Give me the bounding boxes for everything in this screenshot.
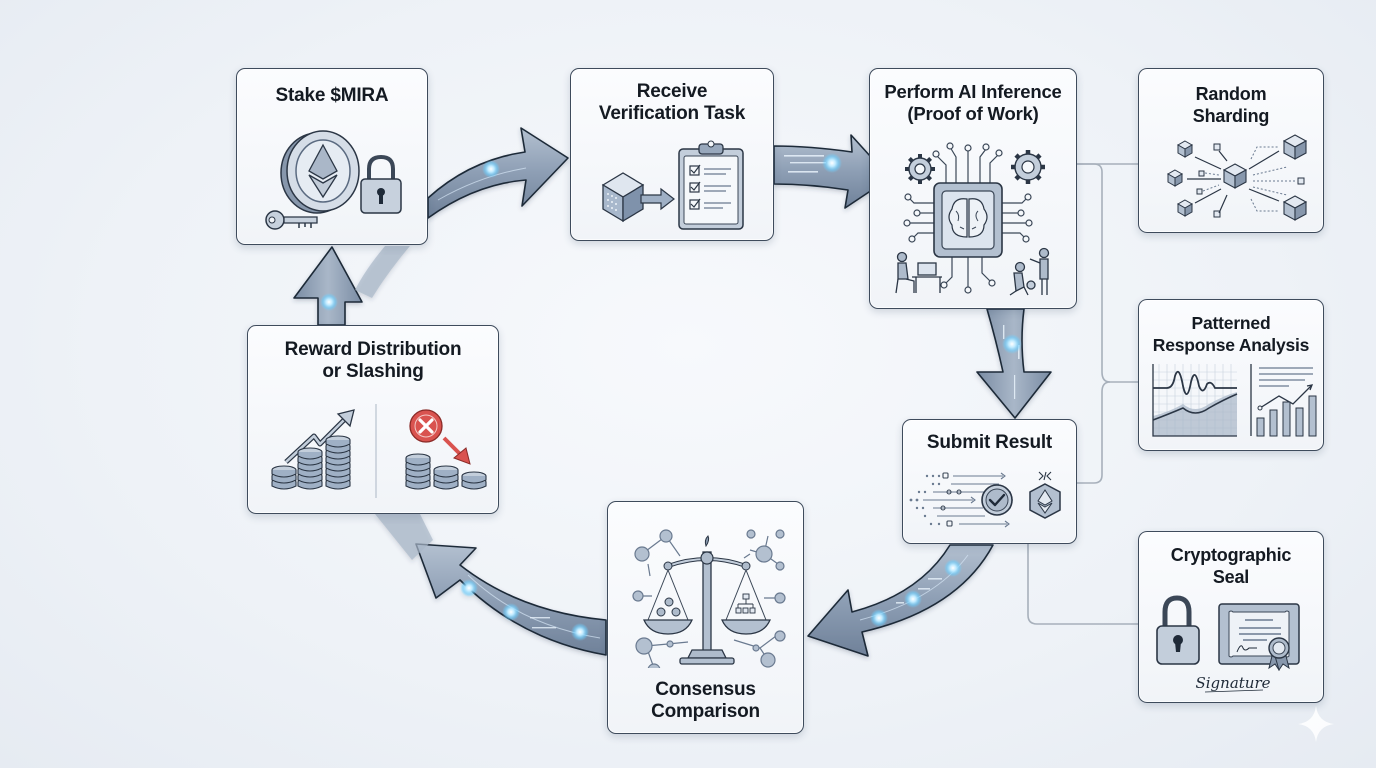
sparkle-watermark-icon	[1298, 706, 1334, 742]
glow-dot	[944, 559, 962, 577]
key-icon	[265, 210, 318, 230]
inference-illustration	[895, 142, 1050, 296]
reward-illustration	[271, 404, 487, 498]
glow-dot	[320, 293, 338, 311]
balance-scale-icon	[643, 535, 771, 665]
connector-submit-to-seal	[1027, 543, 1138, 625]
pattern-analysis-illustration	[1152, 364, 1317, 437]
feature-title-line: Cryptographic	[1170, 545, 1292, 565]
x-circle-icon	[409, 409, 443, 443]
glow-dot	[571, 623, 589, 641]
shard-cubes-icon	[1167, 134, 1307, 221]
step-title-line: Receive	[636, 81, 708, 102]
step-title-line: Reward Distribution	[284, 339, 462, 360]
gear-icon	[1011, 150, 1045, 184]
submit-illustration	[909, 471, 1061, 528]
feature-card-pattern-analysis[interactable]: Patterned Response Analysis	[1138, 299, 1324, 451]
receive-illustration	[601, 140, 744, 230]
falling-coin-stacks-icon	[405, 453, 487, 490]
seal-illustration: Signature	[1156, 595, 1300, 693]
flow-arrow-submit-to-consensus	[807, 544, 994, 657]
step-title: Reward Distribution or Slashing	[248, 339, 498, 383]
connector-inference-to-pattern	[1077, 163, 1138, 383]
feature-card-crypto-seal[interactable]: Cryptographic Seal Signature	[1138, 531, 1324, 703]
ethereum-hexagon-icon	[1029, 471, 1061, 519]
step-card-receive[interactable]: Receive Verification Task	[570, 68, 774, 241]
feature-title-line: Seal	[1212, 567, 1250, 587]
padlock-icon	[1156, 595, 1200, 665]
step-card-stake[interactable]: Stake $MIRA	[236, 68, 428, 245]
step-title: Consensus Comparison	[608, 679, 803, 723]
bar-chart-icon	[1250, 364, 1317, 437]
waveform-chart-icon	[1152, 364, 1238, 437]
step-title-line: or Slashing	[322, 361, 424, 382]
feature-title-line: Patterned	[1191, 313, 1271, 333]
connector-lines	[1027, 163, 1138, 625]
step-title-line: Stake $MIRA	[275, 85, 389, 106]
step-title-line: Perform AI Inference	[884, 81, 1062, 102]
glow-dot	[460, 579, 478, 597]
glow-dot	[822, 153, 842, 173]
feature-title: Random Sharding	[1139, 83, 1323, 127]
step-card-submit[interactable]: Submit Result	[902, 419, 1077, 544]
feature-title-line: Sharding	[1192, 106, 1270, 126]
trend-up-arrow-icon	[284, 409, 355, 464]
step-card-inference[interactable]: Perform AI Inference (Proof of Work)	[869, 68, 1077, 309]
step-title-line: Consensus	[655, 679, 756, 700]
rising-coin-stacks-icon	[271, 435, 351, 490]
flow-arrow-inference-to-submit	[976, 308, 1052, 419]
ribbon-seal-icon	[1268, 637, 1290, 672]
glow-dot	[904, 590, 922, 608]
flow-arrow-receive-to-inference	[773, 134, 891, 209]
network-nodes-icon	[632, 529, 786, 668]
step-title-line: Comparison	[651, 701, 760, 722]
feature-title: Patterned Response Analysis	[1139, 312, 1323, 356]
connector-submit-to-pattern	[1077, 381, 1111, 484]
step-title: Receive Verification Task	[571, 81, 773, 125]
step-title: Stake $MIRA	[237, 85, 427, 107]
glow-dot	[502, 603, 520, 621]
slash-down-arrow-icon	[442, 436, 471, 465]
flow-arrow-reward-to-stake	[293, 246, 410, 326]
glow-dot	[870, 609, 888, 627]
signature-text: Signature	[1195, 674, 1270, 692]
feature-card-sharding[interactable]: Random Sharding	[1138, 68, 1324, 233]
people-working-icon	[1009, 247, 1050, 296]
padlock-icon	[360, 154, 402, 214]
data-stream-icon	[909, 472, 1013, 528]
arrow-right-icon	[640, 187, 675, 211]
clipboard-checklist-icon	[678, 140, 744, 230]
feature-title: Cryptographic Seal	[1139, 544, 1323, 588]
glow-dot	[482, 160, 500, 178]
glow-dot	[1002, 334, 1022, 354]
step-card-reward[interactable]: Reward Distribution or Slashing	[247, 325, 499, 514]
flow-arrow-consensus-to-reward	[375, 514, 607, 656]
step-title: Perform AI Inference (Proof of Work)	[870, 81, 1076, 125]
step-title-line: Verification Task	[598, 103, 746, 124]
stake-illustration	[265, 130, 402, 230]
coin-icon	[280, 130, 360, 214]
circuit-traces	[903, 142, 1033, 294]
checkmark-circle-icon	[981, 484, 1013, 516]
gear-icon	[905, 154, 935, 184]
person-at-desk-icon	[895, 251, 942, 294]
feature-title-line: Response Analysis	[1152, 335, 1310, 355]
flow-arrow-stake-to-receive	[427, 127, 569, 219]
data-cube-icon	[601, 172, 645, 223]
consensus-illustration	[632, 529, 786, 668]
feature-title-line: Random	[1195, 84, 1267, 104]
step-title-line: Submit Result	[926, 432, 1053, 453]
step-title-line: (Proof of Work)	[907, 103, 1039, 124]
step-card-consensus[interactable]: Consensus Comparison	[607, 501, 804, 734]
ai-chip-brain-icon	[933, 182, 1003, 258]
step-title: Submit Result	[903, 432, 1076, 454]
